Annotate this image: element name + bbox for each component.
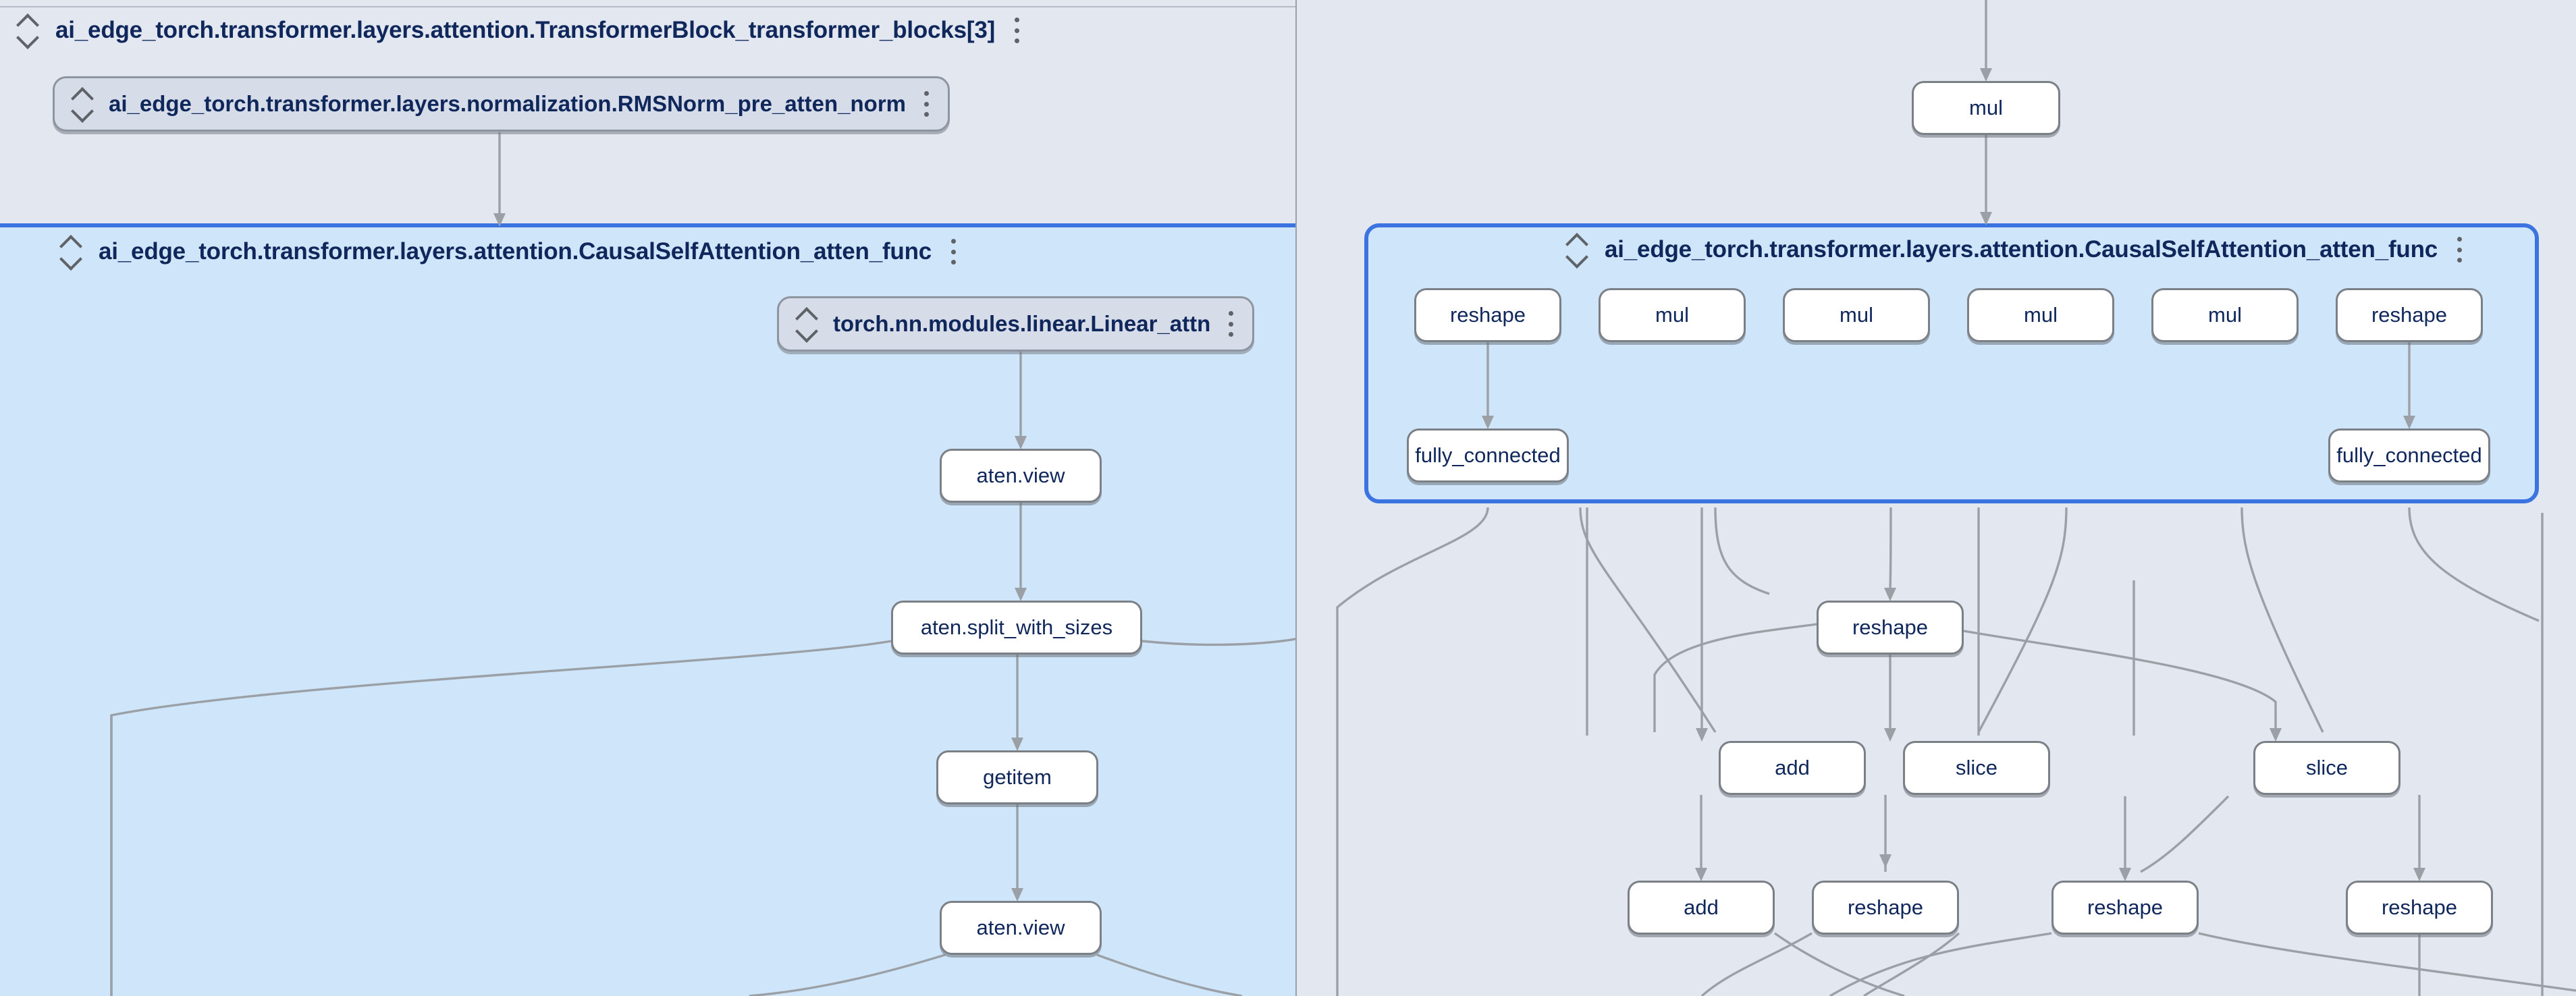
group-header-causal-self-attention-right[interactable]: ai_edge_torch.transformer.layers.attenti… [1565, 233, 2463, 269]
group-title-causal-self-attention-right: ai_edge_torch.transformer.layers.attenti… [1605, 236, 2438, 262]
op-node-mul[interactable]: mul [1967, 288, 2114, 342]
op-node-getitem[interactable]: getitem [936, 750, 1098, 804]
op-node-slice[interactable]: slice [2253, 741, 2400, 795]
op-node-slice[interactable]: slice [1903, 741, 2050, 795]
layer-pill-rms-norm-pre-atten[interactable]: ai_edge_torch.transformer.layers.normali… [53, 76, 950, 132]
more-options-icon[interactable] [2455, 237, 2463, 262]
op-node-add[interactable]: add [1628, 881, 1775, 935]
group-title-transformer-block: ai_edge_torch.transformer.layers.attenti… [55, 17, 996, 43]
group-title-causal-self-attention: ai_edge_torch.transformer.layers.attenti… [99, 238, 932, 265]
op-node-aten-split-with-sizes[interactable]: aten.split_with_sizes [891, 601, 1142, 655]
op-node-reshape[interactable]: reshape [2051, 881, 2199, 935]
expand-collapse-icon[interactable] [16, 13, 39, 49]
op-node-add[interactable]: add [1719, 741, 1866, 795]
layer-pill-linear-attn[interactable]: torch.nn.modules.linear.Linear_attn [777, 296, 1255, 352]
left-graph-pane[interactable]: ai_edge_torch.transformer.layers.attenti… [0, 0, 1295, 996]
more-options-icon[interactable] [1227, 311, 1235, 337]
group-header-transformer-block[interactable]: ai_edge_torch.transformer.layers.attenti… [16, 13, 1021, 49]
panel-top-rule [0, 6, 1295, 7]
layer-pill-label: torch.nn.modules.linear.Linear_attn [833, 311, 1211, 336]
op-node-mul[interactable]: mul [1599, 288, 1746, 342]
op-node-reshape[interactable]: reshape [2346, 881, 2493, 935]
op-node-mul[interactable]: mul [2151, 288, 2299, 342]
op-node-reshape[interactable]: reshape [1817, 601, 1964, 655]
layer-pill-label: ai_edge_torch.transformer.layers.normali… [109, 91, 907, 116]
more-options-icon[interactable] [1013, 18, 1021, 43]
right-graph-pane[interactable]: mul ai_edge_torch.transformer.layers.att… [1297, 0, 2576, 996]
op-node-fully-connected[interactable]: fully_connected [2328, 428, 2490, 482]
op-node-reshape[interactable]: reshape [2336, 288, 2483, 342]
op-node-reshape[interactable]: reshape [1812, 881, 1959, 935]
op-node-mul[interactable]: mul [1783, 288, 1930, 342]
expand-collapse-icon[interactable] [71, 87, 94, 123]
op-node-fully-connected[interactable]: fully_connected [1407, 428, 1569, 482]
op-node-reshape[interactable]: reshape [1414, 288, 1561, 342]
op-node-aten-view[interactable]: aten.view [940, 449, 1102, 503]
op-node-mul[interactable]: mul [1912, 81, 2060, 135]
more-options-icon[interactable] [922, 91, 930, 117]
more-options-icon[interactable] [949, 239, 957, 265]
op-node-aten-view[interactable]: aten.view [940, 901, 1102, 955]
panel-divider[interactable] [1295, 0, 1297, 996]
expand-collapse-icon[interactable] [795, 307, 818, 343]
expand-collapse-icon[interactable] [59, 235, 82, 271]
group-header-causal-self-attention[interactable]: ai_edge_torch.transformer.layers.attenti… [59, 235, 957, 271]
expand-collapse-icon[interactable] [1565, 233, 1588, 269]
